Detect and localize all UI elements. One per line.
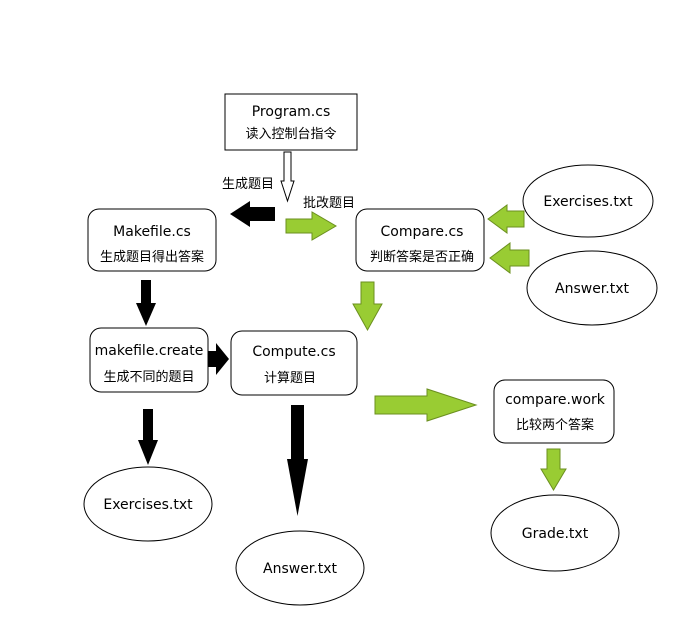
node-answer-bottom: Answer.txt bbox=[235, 530, 365, 606]
node-compare: Compare.cs 判断答案是否正确 bbox=[355, 208, 485, 272]
node-answer-top-title: Answer.txt bbox=[555, 281, 630, 297]
arrow-create-to-compute bbox=[207, 343, 229, 375]
node-program: Program.cs 读入控制台指令 bbox=[224, 93, 358, 151]
label-grade: 批改题目 bbox=[303, 196, 355, 211]
node-makefile-create-subtitle: 生成不同的题目 bbox=[103, 369, 194, 385]
node-grade: Grade.txt bbox=[490, 494, 620, 572]
node-compute-subtitle: 计算题目 bbox=[264, 371, 316, 386]
arrow-to-compare bbox=[285, 211, 337, 241]
arrow-compare-down bbox=[352, 281, 383, 332]
arrow-answer-to-compare bbox=[489, 242, 530, 274]
node-compare-work-title: compare.work bbox=[505, 392, 606, 408]
node-compare-work-subtitle: 比较两个答案 bbox=[516, 417, 594, 433]
node-makefile-subtitle: 生成题目得出答案 bbox=[100, 249, 204, 265]
node-exercises-bottom-title: Exercises.txt bbox=[103, 497, 193, 513]
arrow-to-makefile bbox=[230, 201, 275, 227]
arrow-compare-work-down bbox=[540, 448, 567, 491]
node-makefile-create: makefile.create 生成不同的题目 bbox=[89, 327, 209, 393]
node-exercises-bottom: Exercises.txt bbox=[83, 466, 213, 542]
node-compute-title: Compute.cs bbox=[252, 344, 335, 360]
node-compare-work: compare.work 比较两个答案 bbox=[493, 379, 615, 444]
arrow-exercises-to-compare bbox=[487, 204, 525, 234]
node-answer-top: Answer.txt bbox=[526, 250, 658, 326]
arrow-program-down bbox=[280, 151, 295, 203]
node-answer-bottom-title: Answer.txt bbox=[263, 561, 338, 577]
arrow-makefile-down bbox=[136, 280, 156, 326]
node-grade-title: Grade.txt bbox=[522, 526, 589, 542]
node-compare-subtitle: 判断答案是否正确 bbox=[370, 249, 474, 265]
node-compare-title: Compare.cs bbox=[381, 224, 464, 240]
node-exercises-top: Exercises.txt bbox=[522, 164, 654, 238]
node-makefile: Makefile.cs 生成题目得出答案 bbox=[87, 208, 217, 272]
node-makefile-title: Makefile.cs bbox=[113, 224, 191, 240]
arrow-to-compare-work bbox=[374, 388, 478, 422]
node-program-subtitle: 读入控制台指令 bbox=[245, 127, 336, 142]
node-program-title: Program.cs bbox=[252, 104, 331, 120]
node-compute: Compute.cs 计算题目 bbox=[230, 330, 358, 396]
node-makefile-create-title: makefile.create bbox=[95, 343, 204, 359]
node-exercises-top-title: Exercises.txt bbox=[543, 194, 633, 210]
arrow-create-down bbox=[138, 409, 158, 465]
label-generate: 生成题目 bbox=[222, 177, 274, 192]
arrow-compute-down bbox=[287, 405, 308, 516]
